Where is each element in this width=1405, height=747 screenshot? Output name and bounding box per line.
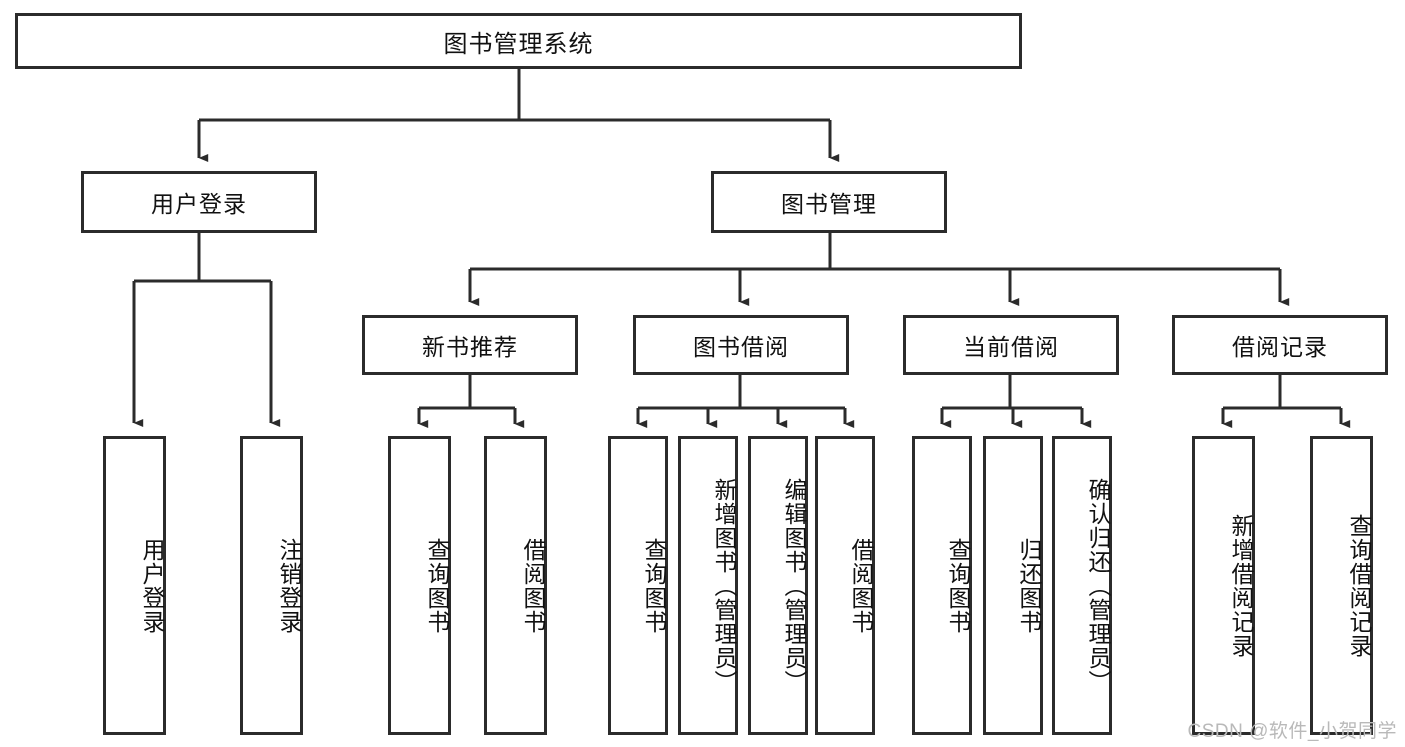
leaf-borrow-add-book-admin-label: 新增图书（管理员） [711, 477, 737, 694]
leaf-current-query-book[interactable]: 查询图书 [912, 436, 972, 735]
node-user-login[interactable]: 用户登录 [81, 171, 317, 233]
leaf-borrow-query-book[interactable]: 查询图书 [608, 436, 668, 735]
leaf-borrow-borrow-book-label: 借阅图书 [848, 537, 874, 634]
leaf-user-logout[interactable]: 注销登录 [240, 436, 303, 735]
leaf-user-login-label: 用户登录 [139, 537, 165, 634]
leaf-borrow-query-book-label: 查询图书 [641, 537, 667, 634]
leaf-current-return-book-label: 归还图书 [1016, 537, 1042, 634]
leaf-current-return-book[interactable]: 归还图书 [983, 436, 1043, 735]
leaf-borrow-edit-book-admin[interactable]: 编辑图书（管理员） [748, 436, 808, 735]
node-book-borrow[interactable]: 图书借阅 [633, 315, 849, 375]
node-root[interactable]: 图书管理系统 [15, 13, 1022, 69]
leaf-user-login[interactable]: 用户登录 [103, 436, 166, 735]
leaf-borrow-edit-book-admin-label: 编辑图书（管理员） [781, 477, 807, 694]
node-book-management-label: 图书管理 [781, 191, 877, 217]
leaf-current-confirm-return-admin[interactable]: 确认归还（管理员） [1052, 436, 1112, 735]
leaf-current-confirm-return-admin-label: 确认归还（管理员） [1085, 477, 1111, 694]
leaf-record-query-borrow-record-label: 查询借阅记录 [1346, 513, 1372, 658]
node-borrow-record-label: 借阅记录 [1232, 334, 1328, 360]
node-book-management[interactable]: 图书管理 [711, 171, 947, 233]
node-current-borrow-label: 当前借阅 [963, 334, 1059, 360]
leaf-current-query-book-label: 查询图书 [945, 537, 971, 634]
watermark: CSDN @软件_小贺同学 [1187, 721, 1397, 742]
node-new-book-recommend-label: 新书推荐 [422, 334, 518, 360]
leaf-record-add-borrow-record-label: 新增借阅记录 [1228, 513, 1254, 658]
leaf-recommend-borrow-book[interactable]: 借阅图书 [484, 436, 547, 735]
leaf-recommend-query-book[interactable]: 查询图书 [388, 436, 451, 735]
node-new-book-recommend[interactable]: 新书推荐 [362, 315, 578, 375]
leaf-record-add-borrow-record[interactable]: 新增借阅记录 [1192, 436, 1255, 735]
leaf-user-logout-label: 注销登录 [276, 537, 302, 634]
node-current-borrow[interactable]: 当前借阅 [903, 315, 1119, 375]
leaf-borrow-add-book-admin[interactable]: 新增图书（管理员） [678, 436, 738, 735]
leaf-recommend-query-book-label: 查询图书 [424, 537, 450, 634]
node-borrow-record[interactable]: 借阅记录 [1172, 315, 1388, 375]
node-user-login-label: 用户登录 [151, 191, 247, 217]
leaf-recommend-borrow-book-label: 借阅图书 [520, 537, 546, 634]
leaf-record-query-borrow-record[interactable]: 查询借阅记录 [1310, 436, 1373, 735]
leaf-borrow-borrow-book[interactable]: 借阅图书 [815, 436, 875, 735]
node-root-label: 图书管理系统 [443, 30, 594, 58]
node-book-borrow-label: 图书借阅 [693, 334, 789, 360]
